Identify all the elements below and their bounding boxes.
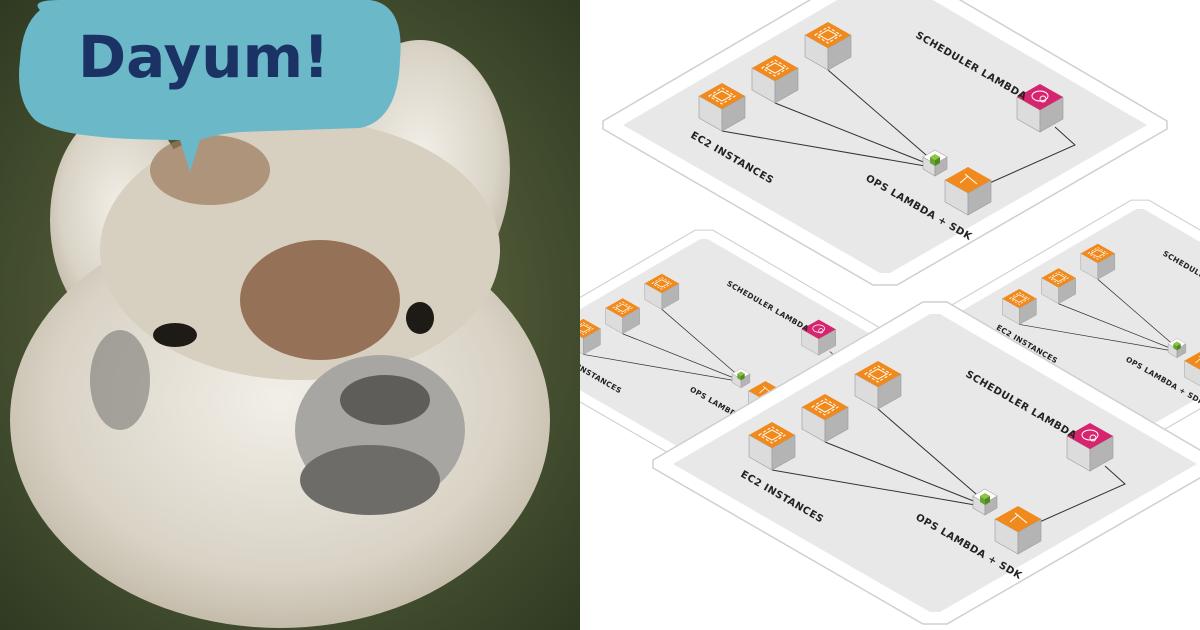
ec2-instance-icon (864, 365, 892, 383)
sdk-package-icon (1173, 341, 1181, 351)
ec2-instance-2 (605, 298, 640, 335)
sdk-package (731, 368, 751, 389)
cube-top-face (1080, 243, 1115, 264)
lambda-icon (959, 173, 978, 185)
ec2-instance-3 (1080, 243, 1116, 280)
cube-top-face (802, 394, 848, 420)
ec2-instance-icon (612, 301, 633, 315)
ec2-instance-icon (580, 322, 594, 335)
cube-right-face (827, 34, 852, 71)
ec2-instance-icon (1087, 247, 1109, 260)
ec2-instance-1 (698, 83, 746, 132)
ec2-instance-1 (748, 422, 796, 471)
cube-top-face (805, 22, 851, 48)
ec2-instance-icon (708, 87, 736, 105)
eventbridge-scheduler-icon (812, 324, 825, 334)
cube-right-face (1097, 253, 1116, 280)
cube-top-face (1067, 423, 1113, 449)
speech-bubble-text: Dayum! (78, 23, 329, 91)
sdk-package-icon (930, 154, 940, 166)
cube-top-face (1017, 84, 1063, 110)
cube-top-face (1184, 351, 1200, 370)
ec2-instance-icon (814, 26, 842, 44)
cube-right-face (583, 328, 601, 355)
cube-top-face (995, 506, 1041, 532)
ec2-instance-2 (1041, 268, 1076, 305)
cube-top-face (749, 422, 795, 448)
cube-right-face (1017, 518, 1042, 555)
cube-top-face (1041, 268, 1076, 288)
cube-right-face (774, 67, 799, 104)
cube-right-face (1039, 96, 1064, 133)
connector-lines (721, 69, 1076, 186)
ops-lambda (994, 506, 1042, 555)
ec2-instance-icon (1009, 292, 1030, 305)
cube-top-face (752, 55, 798, 81)
architecture-diagram: EC2 INSTANCES SCHEDULER LAMBDA OPS LAMBD… (652, 301, 1200, 625)
ec2-instance-icon (1048, 271, 1069, 285)
cube-top-face (644, 273, 679, 294)
eventbridge-scheduler-icon (1031, 90, 1049, 103)
ec2-instance-3 (854, 361, 902, 410)
speech-bubble: Dayum! (19, 0, 401, 172)
cube-right-face (1089, 435, 1114, 472)
cube-right-face (967, 179, 992, 216)
cube-top-face (748, 381, 783, 401)
architecture-diagram: EC2 INSTANCES SCHEDULER LAMBDA OPS LAMBD… (930, 199, 1200, 439)
cube-right-face (877, 373, 902, 410)
ec2-instance-icon (811, 398, 839, 416)
ec2-instance-1 (580, 318, 601, 355)
cube-top-face (945, 167, 991, 193)
architecture-diagrams: EC2 INSTANCES SCHEDULER LAMBDA OPS LAMBD… (580, 0, 1200, 625)
connector-lines (771, 408, 1126, 525)
ec2-instance-3 (644, 273, 680, 310)
sdk-package (1167, 338, 1187, 359)
llama-photo: Dayum! (0, 0, 580, 630)
ec2-instance-3 (804, 22, 852, 71)
ec2-instance-2 (751, 55, 799, 104)
ec2-instance-icon (758, 426, 786, 444)
cube-top-face (801, 319, 836, 339)
lambda-icon (1009, 512, 1028, 524)
scheduler-lambda (801, 319, 836, 356)
platform-inner (946, 208, 1200, 430)
cube-right-face (622, 307, 640, 335)
ec2-instance-1 (1002, 288, 1037, 325)
cube-right-face (661, 283, 680, 310)
architecture-diagram: EC2 INSTANCES SCHEDULER LAMBDA OPS LAMBD… (602, 0, 1168, 286)
ops-lambda (944, 167, 992, 216)
architecture-diagram: EC2 INSTANCES SCHEDULER LAMBDA OPS LAMBD… (580, 229, 914, 469)
cube-right-face (818, 328, 836, 356)
cube-right-face (824, 406, 849, 443)
scheduler-lambda (1016, 84, 1064, 133)
speech-bubble-shape (19, 0, 401, 172)
cube-top-face (1002, 288, 1037, 309)
connector-lines (1019, 279, 1176, 352)
cube-right-face (1058, 277, 1076, 305)
sdk-package-icon (980, 493, 990, 505)
sdk-package (922, 149, 948, 177)
lambda-icon (1195, 355, 1200, 364)
scheduler-lambda (1066, 423, 1114, 472)
cube-top-face (699, 83, 745, 109)
cube-top-face (605, 298, 640, 318)
ec2-instance-icon (651, 277, 673, 290)
sdk-package (972, 488, 998, 516)
platform-inner (673, 314, 1197, 612)
cube-top-face (855, 361, 901, 387)
eventbridge-scheduler-icon (1081, 429, 1099, 442)
ops-lambda (1184, 351, 1200, 387)
ec2-instance-icon (761, 59, 789, 77)
ec2-instance-2 (801, 394, 849, 443)
cube-right-face (1019, 298, 1037, 325)
